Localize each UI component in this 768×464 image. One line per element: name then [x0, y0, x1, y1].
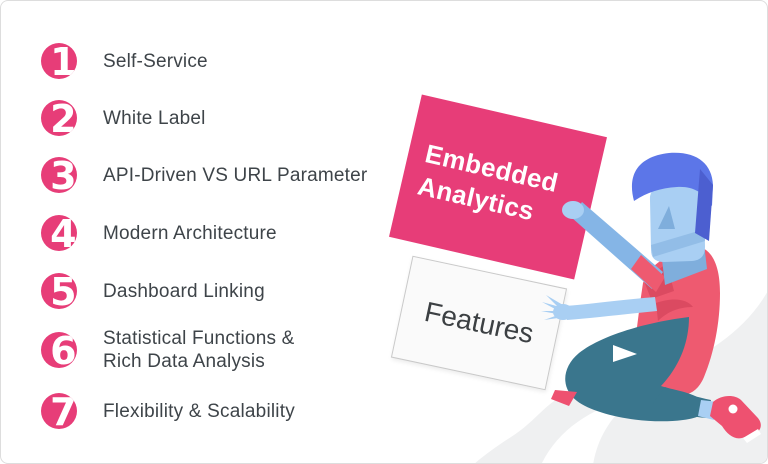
- item-number: 2: [50, 100, 77, 136]
- person-legs: [565, 317, 707, 422]
- list-item: 3 API-Driven VS URL Parameter: [41, 157, 367, 193]
- list-item: 6 Statistical Functions & Rich Data Anal…: [41, 328, 295, 372]
- person-shin: [653, 387, 711, 418]
- sign-features-label: Features: [421, 295, 537, 350]
- item-number: 5: [50, 273, 77, 309]
- list-item: 5 Dashboard Linking: [41, 273, 265, 309]
- item-number-badge: 5: [41, 273, 77, 309]
- person-jaw-shade: [651, 229, 705, 257]
- person-shirt: [629, 247, 720, 395]
- list-item: 2 White Label: [41, 100, 206, 136]
- sign-embedded-analytics: Embedded Analytics: [389, 94, 607, 280]
- item-label: Modern Architecture: [103, 222, 277, 244]
- item-number-badge: 6: [41, 332, 77, 368]
- person-knee-shoe-tip: [551, 390, 577, 406]
- person-hair-back: [695, 169, 713, 241]
- item-number-badge: 4: [41, 215, 77, 251]
- item-number: 6: [50, 332, 77, 368]
- list-item: 1 Self-Service: [41, 43, 208, 79]
- person-collar: [644, 263, 674, 299]
- list-item: 7 Flexibility & Scalability: [41, 393, 295, 429]
- item-number: 4: [50, 215, 77, 251]
- item-number-badge: 3: [41, 157, 77, 193]
- ground-swoosh: [542, 397, 633, 463]
- person-sleeve: [631, 255, 665, 292]
- item-number-badge: 7: [41, 393, 77, 429]
- person-leg-notch: [613, 345, 637, 362]
- sneaker-dot: [728, 404, 738, 414]
- person-sock: [698, 400, 718, 420]
- item-number: 1: [50, 43, 77, 79]
- sign-features: Features: [390, 255, 568, 391]
- sneaker-sole: [743, 429, 761, 443]
- person-shirt-fold: [656, 299, 693, 321]
- list-item: 4 Modern Architecture: [41, 215, 277, 251]
- item-label: White Label: [103, 107, 206, 129]
- person-neck: [661, 235, 707, 285]
- item-number-badge: 2: [41, 100, 77, 136]
- item-label: Statistical Functions & Rich Data Analys…: [103, 328, 295, 372]
- item-label: Dashboard Linking: [103, 280, 265, 302]
- item-number: 3: [50, 157, 77, 193]
- item-label: Self-Service: [103, 50, 208, 72]
- item-label: Flexibility & Scalability: [103, 400, 295, 422]
- item-number-badge: 1: [41, 43, 77, 79]
- person-face: [649, 185, 705, 262]
- item-number: 7: [50, 393, 77, 429]
- person-sneaker: [710, 396, 761, 439]
- item-label: API-Driven VS URL Parameter: [103, 164, 368, 186]
- person-nose: [658, 206, 675, 229]
- person-arm-lower: [565, 297, 657, 320]
- person-hair: [631, 152, 713, 206]
